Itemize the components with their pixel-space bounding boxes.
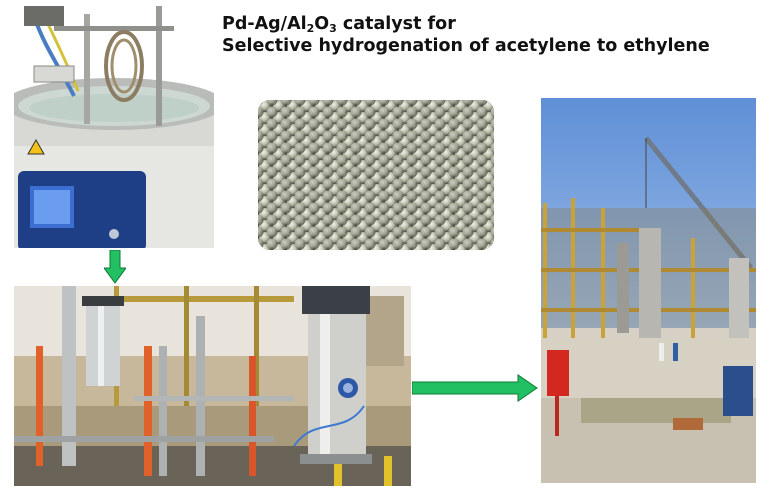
industrial-plant-photo xyxy=(541,98,756,483)
catalyst-spheres-photo xyxy=(258,100,494,250)
title-line-2: Selective hydrogenation of acetylene to … xyxy=(222,36,710,56)
arrow-down xyxy=(104,250,126,284)
pilot-unit-photo xyxy=(14,286,411,486)
arrow-right xyxy=(412,374,538,402)
lab-reactor-photo xyxy=(14,6,214,248)
page-title: Pd-Ag/Al2O3 catalyst for Selective hydro… xyxy=(222,13,710,57)
title-line-1: Pd-Ag/Al2O3 catalyst for xyxy=(222,14,456,35)
